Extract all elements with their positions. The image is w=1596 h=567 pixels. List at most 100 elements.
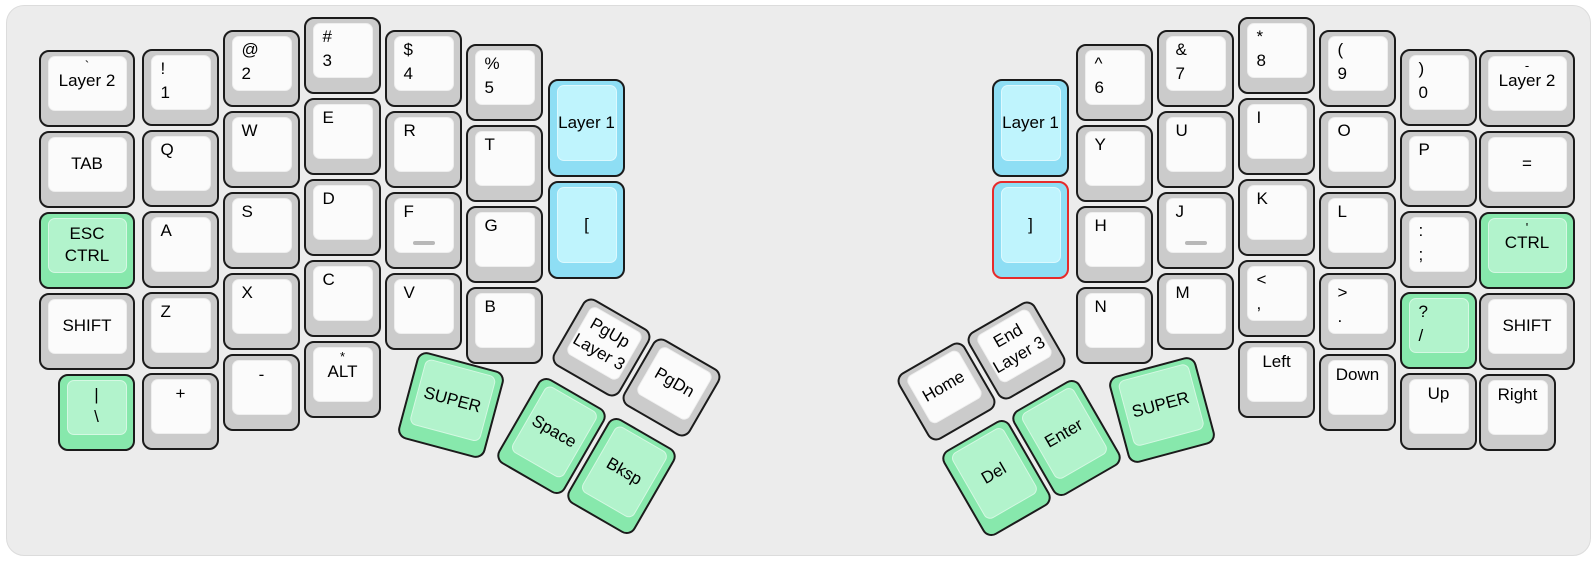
keycap: `Layer 2 — [47, 55, 127, 111]
key-2[interactable]: @2 — [223, 30, 300, 107]
key-v[interactable]: V — [385, 273, 462, 350]
key-period[interactable]: >. — [1319, 273, 1396, 350]
key-layer1-right[interactable]: Layer 1 — [992, 79, 1069, 177]
key-h[interactable]: H — [1076, 206, 1153, 283]
key-star-alt[interactable]: *ALT — [304, 341, 381, 418]
key-label: S — [241, 201, 253, 221]
keycap: &7 — [1165, 35, 1226, 91]
key-arrow-up[interactable]: Up — [1400, 373, 1477, 450]
key-super-right[interactable]: SUPER — [1106, 354, 1218, 466]
homing-bar — [1184, 241, 1207, 245]
key-label: @ — [241, 39, 259, 59]
key-1[interactable]: !1 — [142, 49, 219, 126]
key-u[interactable]: U — [1157, 111, 1234, 188]
key-label: 7 — [1175, 64, 1185, 83]
key-y[interactable]: Y — [1076, 125, 1153, 202]
keycap: S — [231, 197, 292, 253]
key-labels: K — [1248, 186, 1306, 240]
key-shift-right[interactable]: SHIFT — [1479, 293, 1575, 370]
key-label: 0 — [1418, 83, 1428, 102]
key-labels: E — [314, 105, 372, 159]
key-o[interactable]: O — [1319, 111, 1396, 188]
keycap: K — [1246, 184, 1307, 240]
key-label: % — [484, 53, 500, 73]
key-label: 6 — [1094, 78, 1104, 97]
key-tab[interactable]: TAB — [39, 131, 135, 208]
key-m[interactable]: M — [1157, 273, 1234, 350]
key-labels: Y — [1086, 132, 1144, 186]
key-5[interactable]: %5 — [466, 44, 543, 121]
key-label: Layer 1 — [558, 112, 615, 132]
key-i[interactable]: I — [1238, 98, 1315, 175]
key-l[interactable]: L — [1319, 192, 1396, 269]
key-labels: <, — [1248, 267, 1306, 321]
key-a[interactable]: A — [142, 211, 219, 288]
key-labels: SUPER — [409, 359, 495, 442]
key-label: Layer 2 — [58, 71, 116, 91]
key-q[interactable]: Q — [142, 130, 219, 207]
key-arrow-down[interactable]: Down — [1319, 354, 1396, 431]
keycap: P — [1408, 135, 1469, 191]
key-x[interactable]: X — [223, 273, 300, 350]
key-d[interactable]: D — [304, 179, 381, 256]
key-grave-layer2[interactable]: `Layer 2 — [39, 50, 135, 127]
key-quote-ctrl[interactable]: 'CTRL — [1479, 212, 1575, 289]
key-b[interactable]: B — [466, 287, 543, 364]
key-n[interactable]: N — [1076, 287, 1153, 364]
key-j[interactable]: J — [1157, 192, 1234, 269]
key-g[interactable]: G — [466, 206, 543, 283]
key-z[interactable]: Z — [142, 292, 219, 369]
key-plus[interactable]: + — [142, 373, 219, 450]
key-colon-semicolon[interactable]: :; — [1400, 211, 1477, 288]
keycap: ?/ — [1408, 297, 1469, 353]
key-label: ) — [1418, 58, 1425, 78]
key-p[interactable]: P — [1400, 130, 1477, 207]
key-arrow-left[interactable]: Left — [1238, 341, 1315, 418]
key-label: H — [1094, 215, 1107, 235]
key-t[interactable]: T — [466, 125, 543, 202]
key-label: PgDn — [651, 363, 698, 402]
key-8[interactable]: *8 — [1238, 17, 1315, 94]
key-labels: @2 — [233, 37, 291, 91]
key-r[interactable]: R — [385, 111, 462, 188]
key-9[interactable]: (9 — [1319, 30, 1396, 107]
key-e[interactable]: E — [304, 98, 381, 175]
key-w[interactable]: W — [223, 111, 300, 188]
key-comma[interactable]: <, — [1238, 260, 1315, 337]
key-arrow-right[interactable]: Right — [1479, 374, 1556, 451]
keycap: O — [1327, 116, 1388, 172]
key-minus[interactable]: - — [223, 354, 300, 431]
key-k[interactable]: K — [1238, 179, 1315, 256]
key-super-left[interactable]: SUPER — [395, 349, 507, 461]
key-labels: Left — [1248, 348, 1306, 402]
key-6[interactable]: ^6 — [1076, 44, 1153, 121]
key-minus-layer2[interactable]: -Layer 2 — [1479, 50, 1575, 127]
key-labels: SHIFT — [1489, 300, 1566, 354]
key-equals[interactable]: = — [1479, 131, 1575, 208]
key-right-bracket[interactable]: ] — [992, 181, 1069, 279]
key-label: \ — [94, 406, 99, 426]
key-0[interactable]: )0 — [1400, 49, 1477, 126]
key-3[interactable]: #3 — [304, 17, 381, 94]
key-labels: X — [233, 280, 291, 334]
key-label: 1 — [160, 83, 170, 102]
keycap: + — [150, 378, 211, 434]
keycap: G — [474, 211, 535, 267]
key-f[interactable]: F — [385, 192, 462, 269]
key-7[interactable]: &7 — [1157, 30, 1234, 107]
key-left-bracket[interactable]: [ — [548, 181, 625, 279]
key-pipe-backslash[interactable]: |\ — [58, 374, 135, 451]
key-question-slash[interactable]: ?/ — [1400, 292, 1477, 369]
key-labels: Down — [1329, 361, 1387, 415]
key-shift-left[interactable]: SHIFT — [39, 293, 135, 370]
key-labels: -Layer 2 — [1489, 57, 1566, 111]
key-layer1-left[interactable]: Layer 1 — [548, 79, 625, 177]
keycap: ^6 — [1084, 49, 1145, 105]
key-c[interactable]: C — [304, 260, 381, 337]
key-s[interactable]: S — [223, 192, 300, 269]
key-4[interactable]: $4 — [385, 30, 462, 107]
